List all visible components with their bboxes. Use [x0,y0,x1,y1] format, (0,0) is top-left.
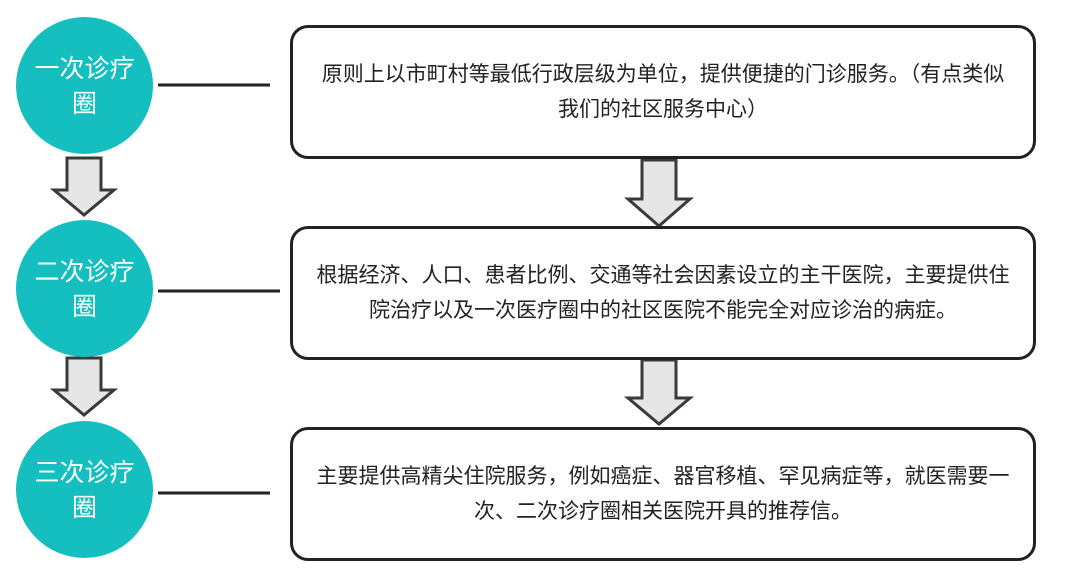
level-2-label: 二次诊疗圈 [34,256,135,321]
level-1-circle: 一次诊疗圈 [16,17,153,154]
level-2-description: 根据经济、人口、患者比例、交通等社会因素设立的主干医院，主要提供住院治疗以及一次… [316,263,1010,322]
level-1-description-box: 原则上以市町村等最低行政层级为单位，提供便捷的门诊服务。（有点类似我们的社区服务… [290,25,1036,159]
level-2-circle: 二次诊疗圈 [16,220,153,357]
level-1-label: 一次诊疗圈 [34,53,135,118]
down-arrow-icon [49,356,119,417]
down-arrow-icon [623,358,695,426]
level-1-description: 原则上以市町村等最低行政层级为单位，提供便捷的门诊服务。（有点类似我们的社区服务… [321,62,1005,121]
level-3-description: 主要提供高精尖住院服务，例如癌症、器官移植、罕见病症等，就医需要一次、二次诊疗圈… [316,464,1010,523]
down-arrow-icon [49,156,119,217]
level-3-circle: 三次诊疗圈 [16,421,153,558]
level-3-description-box: 主要提供高精尖住院服务，例如癌症、器官移植、罕见病症等，就医需要一次、二次诊疗圈… [290,427,1036,561]
level-3-label: 三次诊疗圈 [34,457,135,522]
level-2-description-box: 根据经济、人口、患者比例、交通等社会因素设立的主干医院，主要提供住院治疗以及一次… [290,226,1036,360]
down-arrow-icon [623,158,695,228]
